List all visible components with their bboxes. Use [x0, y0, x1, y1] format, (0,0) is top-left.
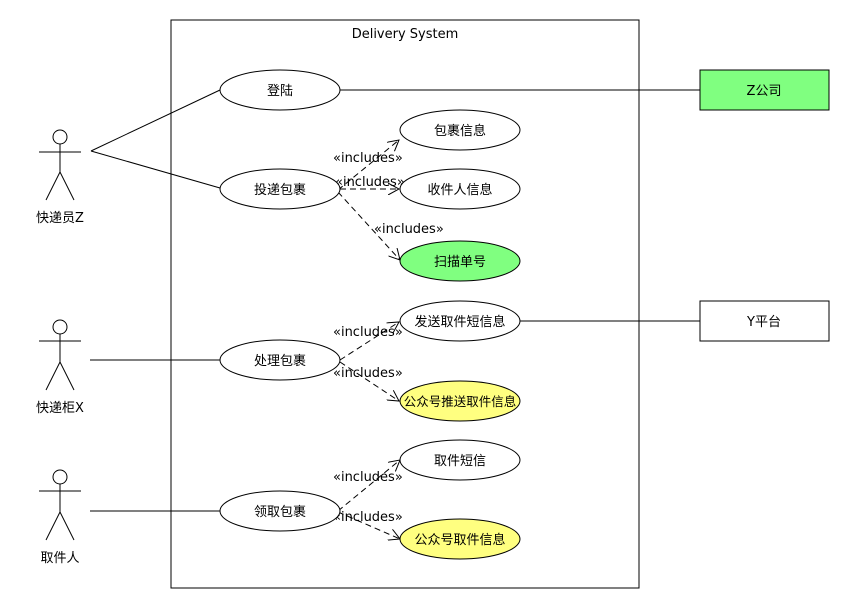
- use-case-label: 包裹信息: [434, 123, 486, 139]
- use-case-label: 发送取件短信息: [414, 314, 505, 330]
- use-case-login[interactable]: 登陆: [219, 69, 341, 111]
- actor-recipient[interactable]: 取件人: [39, 469, 81, 566]
- use-case-recipient-info[interactable]: 收件人信息: [399, 168, 521, 210]
- system-title: Delivery System: [352, 27, 459, 42]
- actor-label: 快递员Z: [36, 211, 84, 226]
- use-case-package-info[interactable]: 包裹信息: [399, 109, 521, 151]
- use-case-deliver[interactable]: 投递包裹: [219, 168, 341, 210]
- use-case-pickup-sms[interactable]: 取件短信: [399, 439, 521, 481]
- include-labels: «includes» «includes» «includes» «includ…: [333, 151, 444, 525]
- use-case-label: 收件人信息: [427, 182, 492, 198]
- use-case-label: 领取包裹: [254, 505, 306, 520]
- include-process-sendsms[interactable]: [339, 322, 399, 361]
- include-label: «includes»: [333, 366, 403, 381]
- external-system-label: Z公司: [747, 84, 782, 99]
- use-case-send-sms[interactable]: 发送取件短信息: [399, 300, 521, 342]
- use-case-label: 取件短信: [434, 454, 486, 469]
- actor-courier[interactable]: 快递员Z: [36, 129, 84, 226]
- external-system-platform-y[interactable]: Y平台: [699, 300, 830, 342]
- use-case-label: 处理包裹: [254, 354, 306, 369]
- include-deliver-pkginfo[interactable]: [337, 140, 399, 191]
- include-label: «includes»: [333, 510, 403, 525]
- include-process-wechatpush[interactable]: [339, 361, 399, 401]
- include-dependencies: [337, 140, 400, 539]
- use-case-process[interactable]: 处理包裹: [219, 339, 341, 381]
- external-system-company-z[interactable]: Z公司: [699, 69, 830, 111]
- use-case-scan[interactable]: 扫描单号: [399, 240, 521, 282]
- external-system-label: Y平台: [746, 315, 781, 330]
- use-case-label: 扫描单号: [434, 255, 486, 270]
- include-label: «includes»: [335, 175, 405, 190]
- stick-figure-icon: [39, 319, 81, 391]
- use-case-label: 登陆: [267, 83, 293, 99]
- include-deliver-scan[interactable]: [337, 191, 400, 260]
- include-pickup-wechatpickup[interactable]: [337, 511, 400, 539]
- include-label: «includes»: [333, 325, 403, 340]
- include-label: «includes»: [374, 222, 444, 237]
- actor-locker[interactable]: 快递柜X: [36, 319, 84, 416]
- use-case-wechat-push[interactable]: 公众号推送取件信息: [399, 380, 521, 422]
- use-case-label: 公众号取件信息: [414, 532, 505, 548]
- use-case-pickup[interactable]: 领取包裹: [219, 490, 341, 532]
- assoc-courier-deliver[interactable]: [90, 150, 221, 189]
- include-label: «includes»: [333, 470, 403, 485]
- use-case-label: 公众号推送取件信息: [404, 394, 517, 409]
- assoc-courier-login[interactable]: [90, 89, 221, 152]
- actor-label: 取件人: [40, 551, 79, 566]
- use-case-label: 投递包裹: [254, 182, 306, 198]
- stick-figure-icon: [39, 469, 81, 541]
- associations: [90, 89, 700, 512]
- include-pickup-pickupsms[interactable]: [337, 460, 400, 512]
- actor-label: 快递柜X: [36, 401, 84, 416]
- stick-figure-icon: [39, 129, 81, 201]
- use-case-wechat-pickup[interactable]: 公众号取件信息: [399, 518, 521, 560]
- include-label: «includes»: [333, 151, 403, 166]
